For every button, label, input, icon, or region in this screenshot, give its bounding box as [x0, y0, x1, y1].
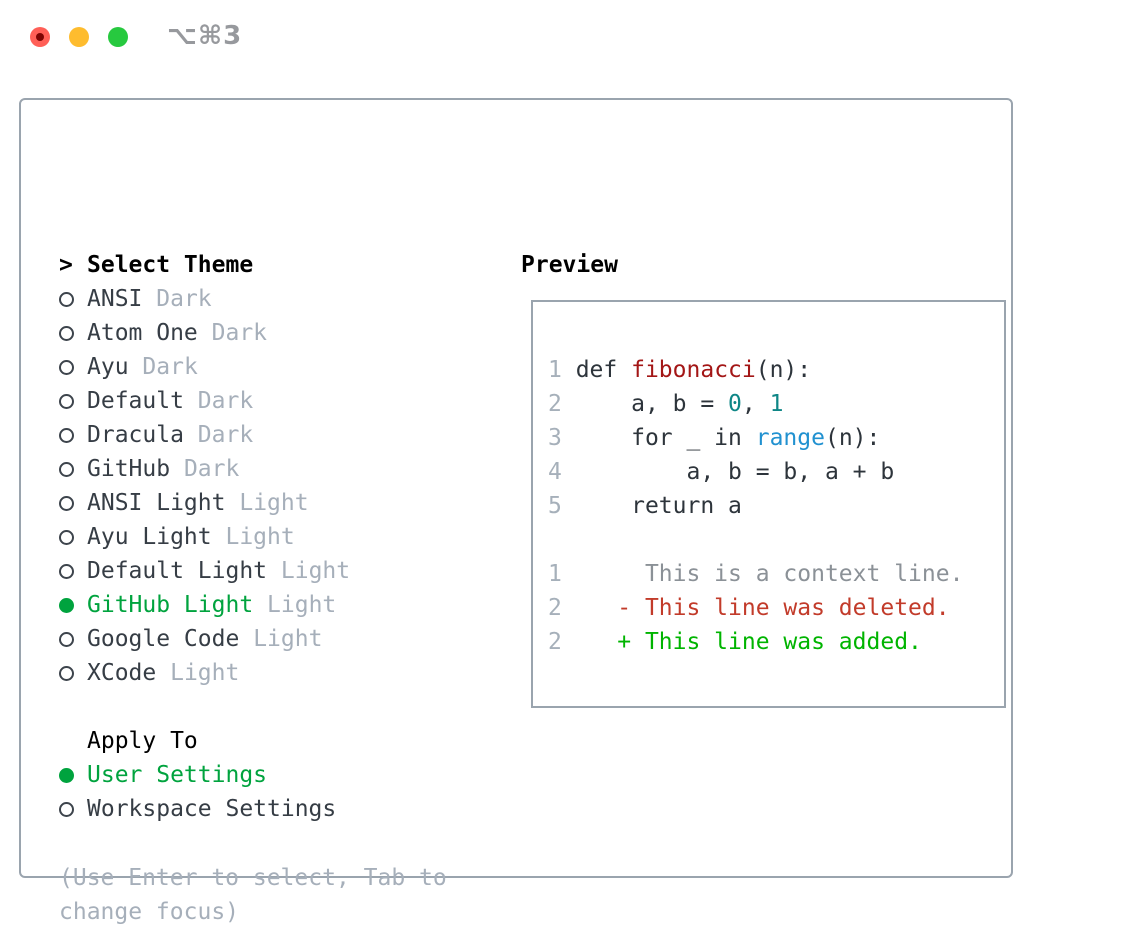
- preview-code: 1 def fibonacci(n): 2 a, b = 0, 1 3 for _ …: [548, 353, 1004, 659]
- theme-option-google-code[interactable]: Google Code Light: [59, 622, 350, 656]
- option-label: GitHub: [87, 456, 171, 482]
- traffic-lights: [30, 27, 128, 47]
- preview-line: 3 for _ in range(n):: [548, 425, 881, 451]
- selection-caret: >: [59, 252, 73, 278]
- window-title: ⌥⌘3: [167, 21, 243, 51]
- option-variant: Light: [225, 524, 295, 550]
- preview-header: Preview: [521, 252, 618, 278]
- preview-line: 2 - This line was deleted.: [548, 595, 950, 621]
- option-variant: Light: [267, 592, 337, 618]
- radio-icon: [59, 495, 87, 511]
- apply-to-header-row: Apply To: [59, 724, 350, 758]
- option-label: ANSI Light: [87, 490, 226, 516]
- radio-icon: [59, 461, 87, 477]
- help-text: (Use Enter to select, Tab to change focu…: [59, 865, 447, 925]
- option-variant: Dark: [197, 422, 254, 448]
- spacer: [59, 690, 350, 724]
- option-label: Workspace Settings: [87, 796, 337, 822]
- option-variant: Dark: [211, 320, 268, 346]
- radio-icon: [59, 631, 87, 647]
- option-label: Atom One: [87, 320, 198, 346]
- option-variant: Dark: [142, 354, 198, 380]
- radio-icon: [59, 359, 87, 375]
- close-dot-icon: [36, 33, 44, 41]
- option-label: Default Light: [87, 558, 268, 584]
- preview-line: 2 + This line was added.: [548, 629, 922, 655]
- theme-option-default[interactable]: Default Dark: [59, 384, 350, 418]
- option-variant: Dark: [156, 286, 212, 312]
- preview-line: 4 a, b = b, a + b: [548, 459, 895, 485]
- radio-icon: [59, 393, 87, 409]
- option-label: XCode: [87, 660, 157, 686]
- apply-to-header: Apply To: [87, 728, 198, 754]
- theme-option-github-light[interactable]: GitHub Light Light: [59, 588, 350, 622]
- option-label: Default: [87, 388, 184, 414]
- theme-option-xcode[interactable]: XCode Light: [59, 656, 350, 690]
- theme-list-header: Select Theme: [87, 252, 254, 278]
- option-variant: Dark: [183, 456, 240, 482]
- radio-icon: [59, 325, 87, 341]
- radio-selected-icon: [59, 767, 87, 783]
- preview-box: 1 def fibonacci(n): 2 a, b = 0, 1 3 for _ …: [531, 300, 1006, 708]
- theme-option-ayu-light[interactable]: Ayu Light Light: [59, 520, 350, 554]
- preview-line: [548, 523, 1004, 557]
- apply-option-user-settings[interactable]: User Settings: [59, 758, 350, 792]
- option-label: Ayu: [87, 354, 129, 380]
- option-label: GitHub Light: [87, 592, 254, 618]
- preview-line: 1 This is a context line.: [548, 561, 964, 587]
- option-label: Google Code: [87, 626, 240, 652]
- theme-option-ayu[interactable]: Ayu Dark: [59, 350, 350, 384]
- option-variant: Light: [253, 626, 323, 652]
- apply-option-workspace-settings[interactable]: Workspace Settings: [59, 792, 350, 826]
- radio-icon: [59, 665, 87, 681]
- theme-option-github[interactable]: GitHub Dark: [59, 452, 350, 486]
- option-variant: Light: [170, 660, 240, 686]
- minimize-button[interactable]: [69, 27, 89, 47]
- theme-list-header-row: > Select Theme: [59, 248, 350, 282]
- radio-icon: [59, 427, 87, 443]
- theme-option-atom-one[interactable]: Atom One Dark: [59, 316, 350, 350]
- theme-option-ansi[interactable]: ANSI Dark: [59, 282, 350, 316]
- radio-icon: [59, 529, 87, 545]
- option-label: User Settings: [87, 762, 268, 788]
- theme-option-default-light[interactable]: Default Light Light: [59, 554, 350, 588]
- option-variant: Light: [239, 490, 309, 516]
- option-variant: Light: [280, 558, 351, 584]
- option-label: Ayu Light: [87, 524, 212, 550]
- radio-icon: [59, 291, 87, 307]
- preview-line: 2 a, b = 0, 1: [548, 391, 784, 417]
- theme-option-ansi-light[interactable]: ANSI Light Light: [59, 486, 350, 520]
- radio-icon: [59, 801, 87, 817]
- preview-line: 5 return a: [548, 493, 742, 519]
- option-label: Dracula: [87, 422, 184, 448]
- theme-option-dracula[interactable]: Dracula Dark: [59, 418, 350, 452]
- option-label: ANSI: [87, 286, 143, 312]
- option-variant: Dark: [197, 388, 254, 414]
- zoom-button[interactable]: [108, 27, 128, 47]
- radio-selected-icon: [59, 597, 87, 613]
- preview-line: 1 def fibonacci(n):: [548, 357, 812, 383]
- close-button[interactable]: [30, 27, 50, 47]
- radio-icon: [59, 563, 87, 579]
